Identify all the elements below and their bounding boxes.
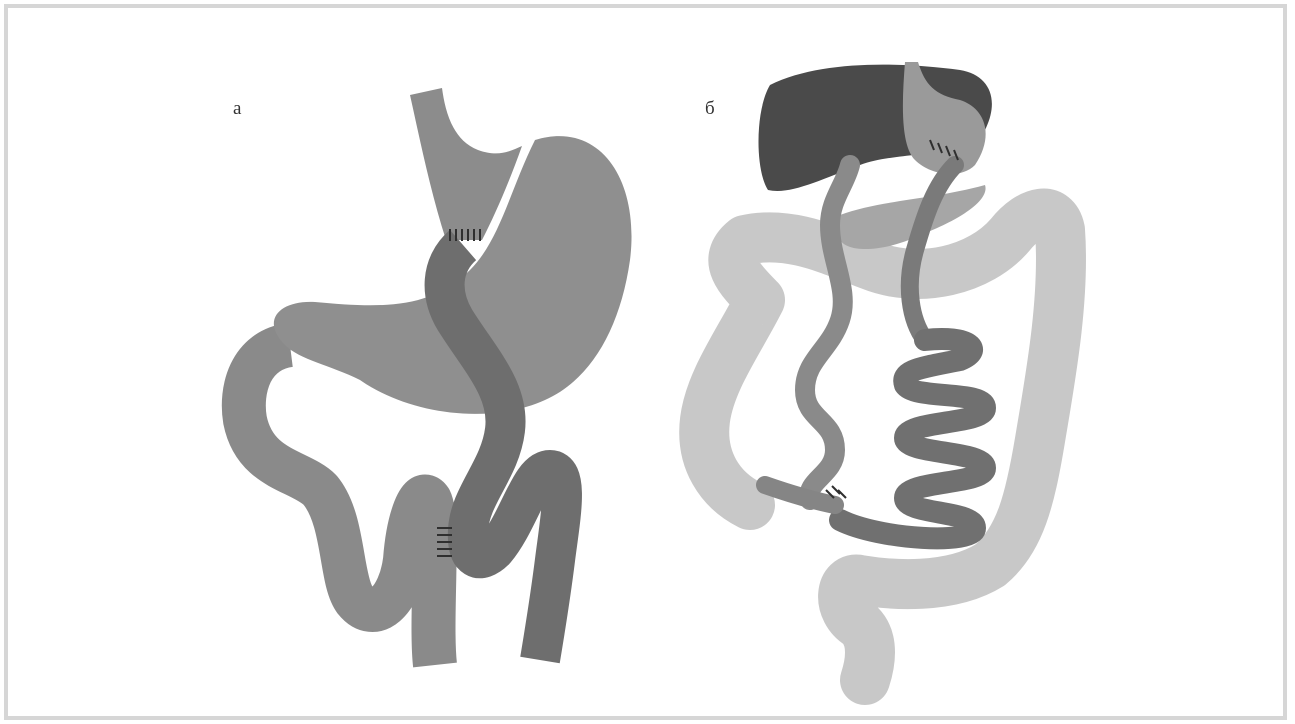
small-intestine-coils (840, 339, 985, 538)
colon (704, 214, 1061, 680)
panel-a-diagram (244, 88, 632, 665)
panel-b-diagram (704, 62, 1061, 680)
common-channel (765, 485, 835, 505)
